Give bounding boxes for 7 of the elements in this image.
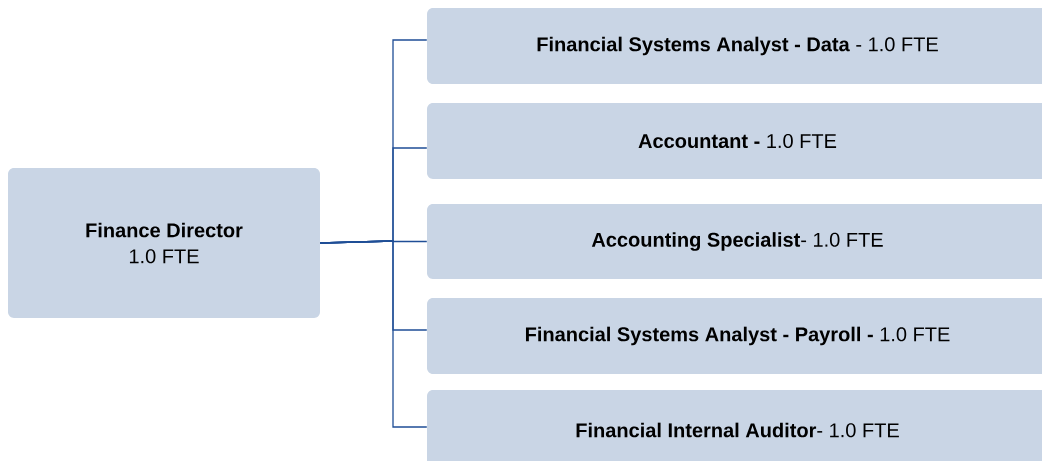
role-box: Financial Systems Analyst - Data - 1.0 FTE xyxy=(427,8,1042,84)
role-box: Financial Systems Analyst - Payroll - 1.0 FTE xyxy=(427,298,1042,374)
role-box: Financial Internal Auditor- 1.0 FTE xyxy=(427,390,1042,461)
role-box: Accounting Specialist- 1.0 FTE xyxy=(427,204,1042,279)
role-box: Finance Director 1.0 FTE xyxy=(8,168,320,318)
connector-line xyxy=(319,240,428,428)
role-box: Accountant - 1.0 FTE xyxy=(427,103,1042,179)
